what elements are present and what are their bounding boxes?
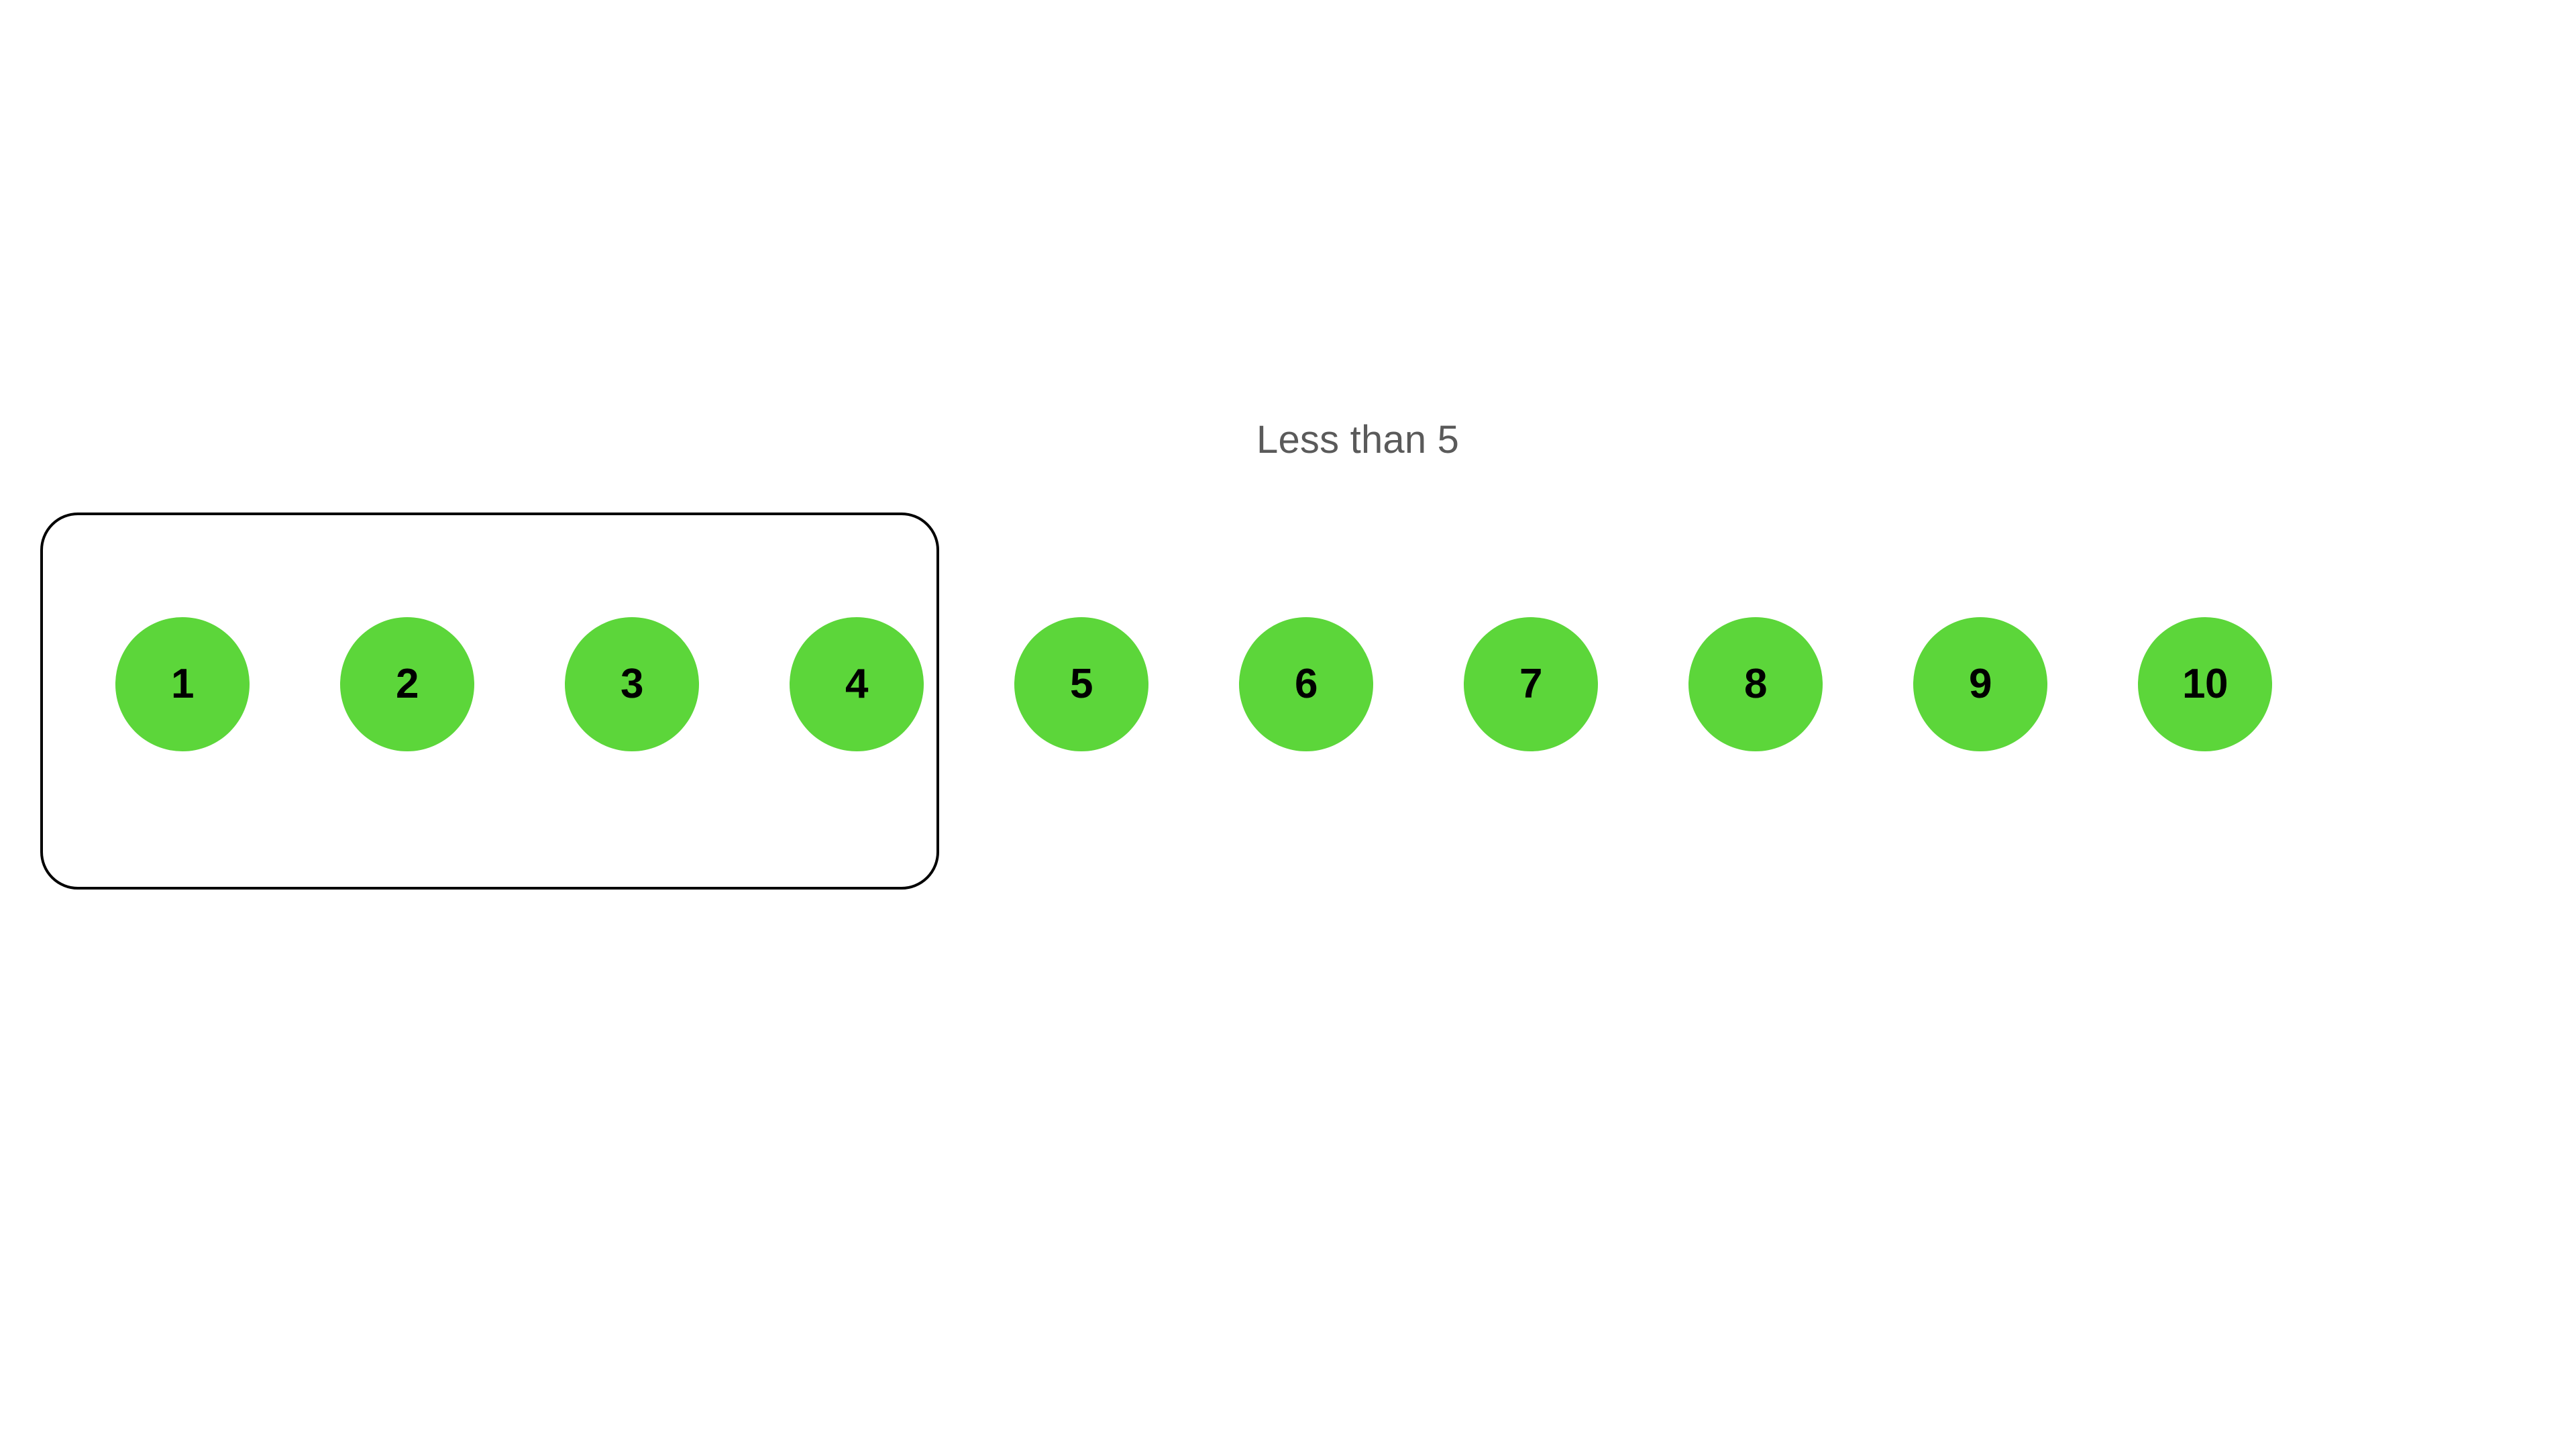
selection-boundary-box[interactable] [40,513,939,890]
number-node-label: 10 [2182,661,2228,707]
number-node-9[interactable]: 9 [1913,617,2047,751]
number-node-label: 3 [621,661,643,707]
number-node-label: 9 [1969,661,1992,707]
number-node-label: 7 [1519,661,1542,707]
number-node-label: 5 [1070,661,1093,707]
number-node-label: 1 [171,661,194,707]
number-node-10[interactable]: 10 [2138,617,2272,751]
number-node-label: 8 [1744,661,1767,707]
number-node-3[interactable]: 3 [565,617,699,751]
number-node-label: 2 [396,661,419,707]
number-node-1[interactable]: 1 [115,617,250,751]
number-node-label: 6 [1295,661,1318,707]
number-node-5[interactable]: 5 [1014,617,1148,751]
number-node-label: 4 [845,661,868,707]
number-node-2[interactable]: 2 [340,617,474,751]
number-node-8[interactable]: 8 [1688,617,1823,751]
number-node-row: 1 2 3 4 5 6 7 8 9 10 [115,617,2272,751]
number-node-4[interactable]: 4 [790,617,924,751]
selection-annotation-label: Less than 5 [1256,418,1460,462]
number-node-7[interactable]: 7 [1464,617,1598,751]
number-node-6[interactable]: 6 [1239,617,1373,751]
